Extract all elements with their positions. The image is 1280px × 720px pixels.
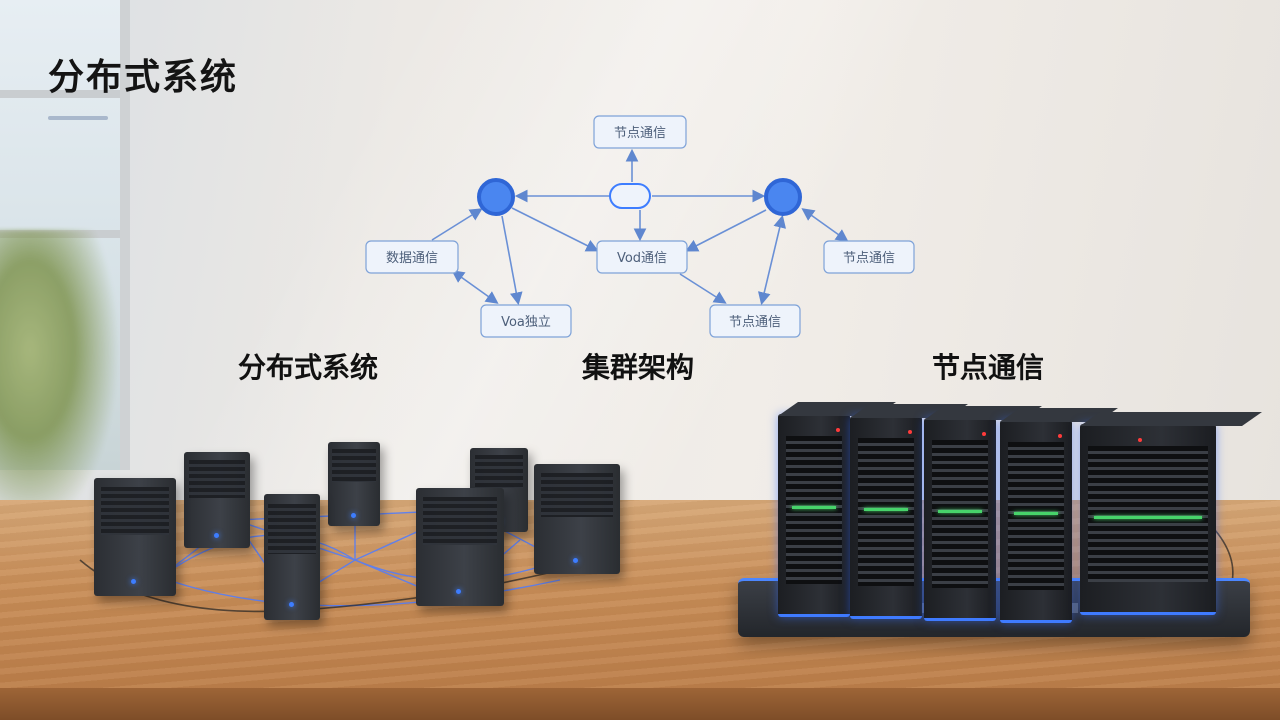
- server-tower: [328, 442, 380, 526]
- server-tower: [264, 494, 320, 620]
- server-rack: [850, 404, 968, 619]
- server-rack: [1080, 412, 1262, 615]
- section-label-cluster: 集群架构: [582, 351, 695, 384]
- server-rack: [1000, 408, 1118, 623]
- server-tower: [416, 488, 504, 606]
- server-rack: [924, 406, 1042, 621]
- window-frame: [0, 90, 120, 98]
- title-underline: [48, 116, 108, 120]
- server-tower: [184, 452, 250, 548]
- server-tower: [94, 478, 176, 596]
- section-label-distributed: 分布式系统: [238, 351, 379, 384]
- section-label-node-comm: 节点通信: [932, 351, 1045, 384]
- server-tower: [534, 464, 620, 574]
- page-title: 分布式系统: [48, 57, 239, 98]
- table-edge: [0, 688, 1280, 720]
- server-rack: [778, 402, 896, 617]
